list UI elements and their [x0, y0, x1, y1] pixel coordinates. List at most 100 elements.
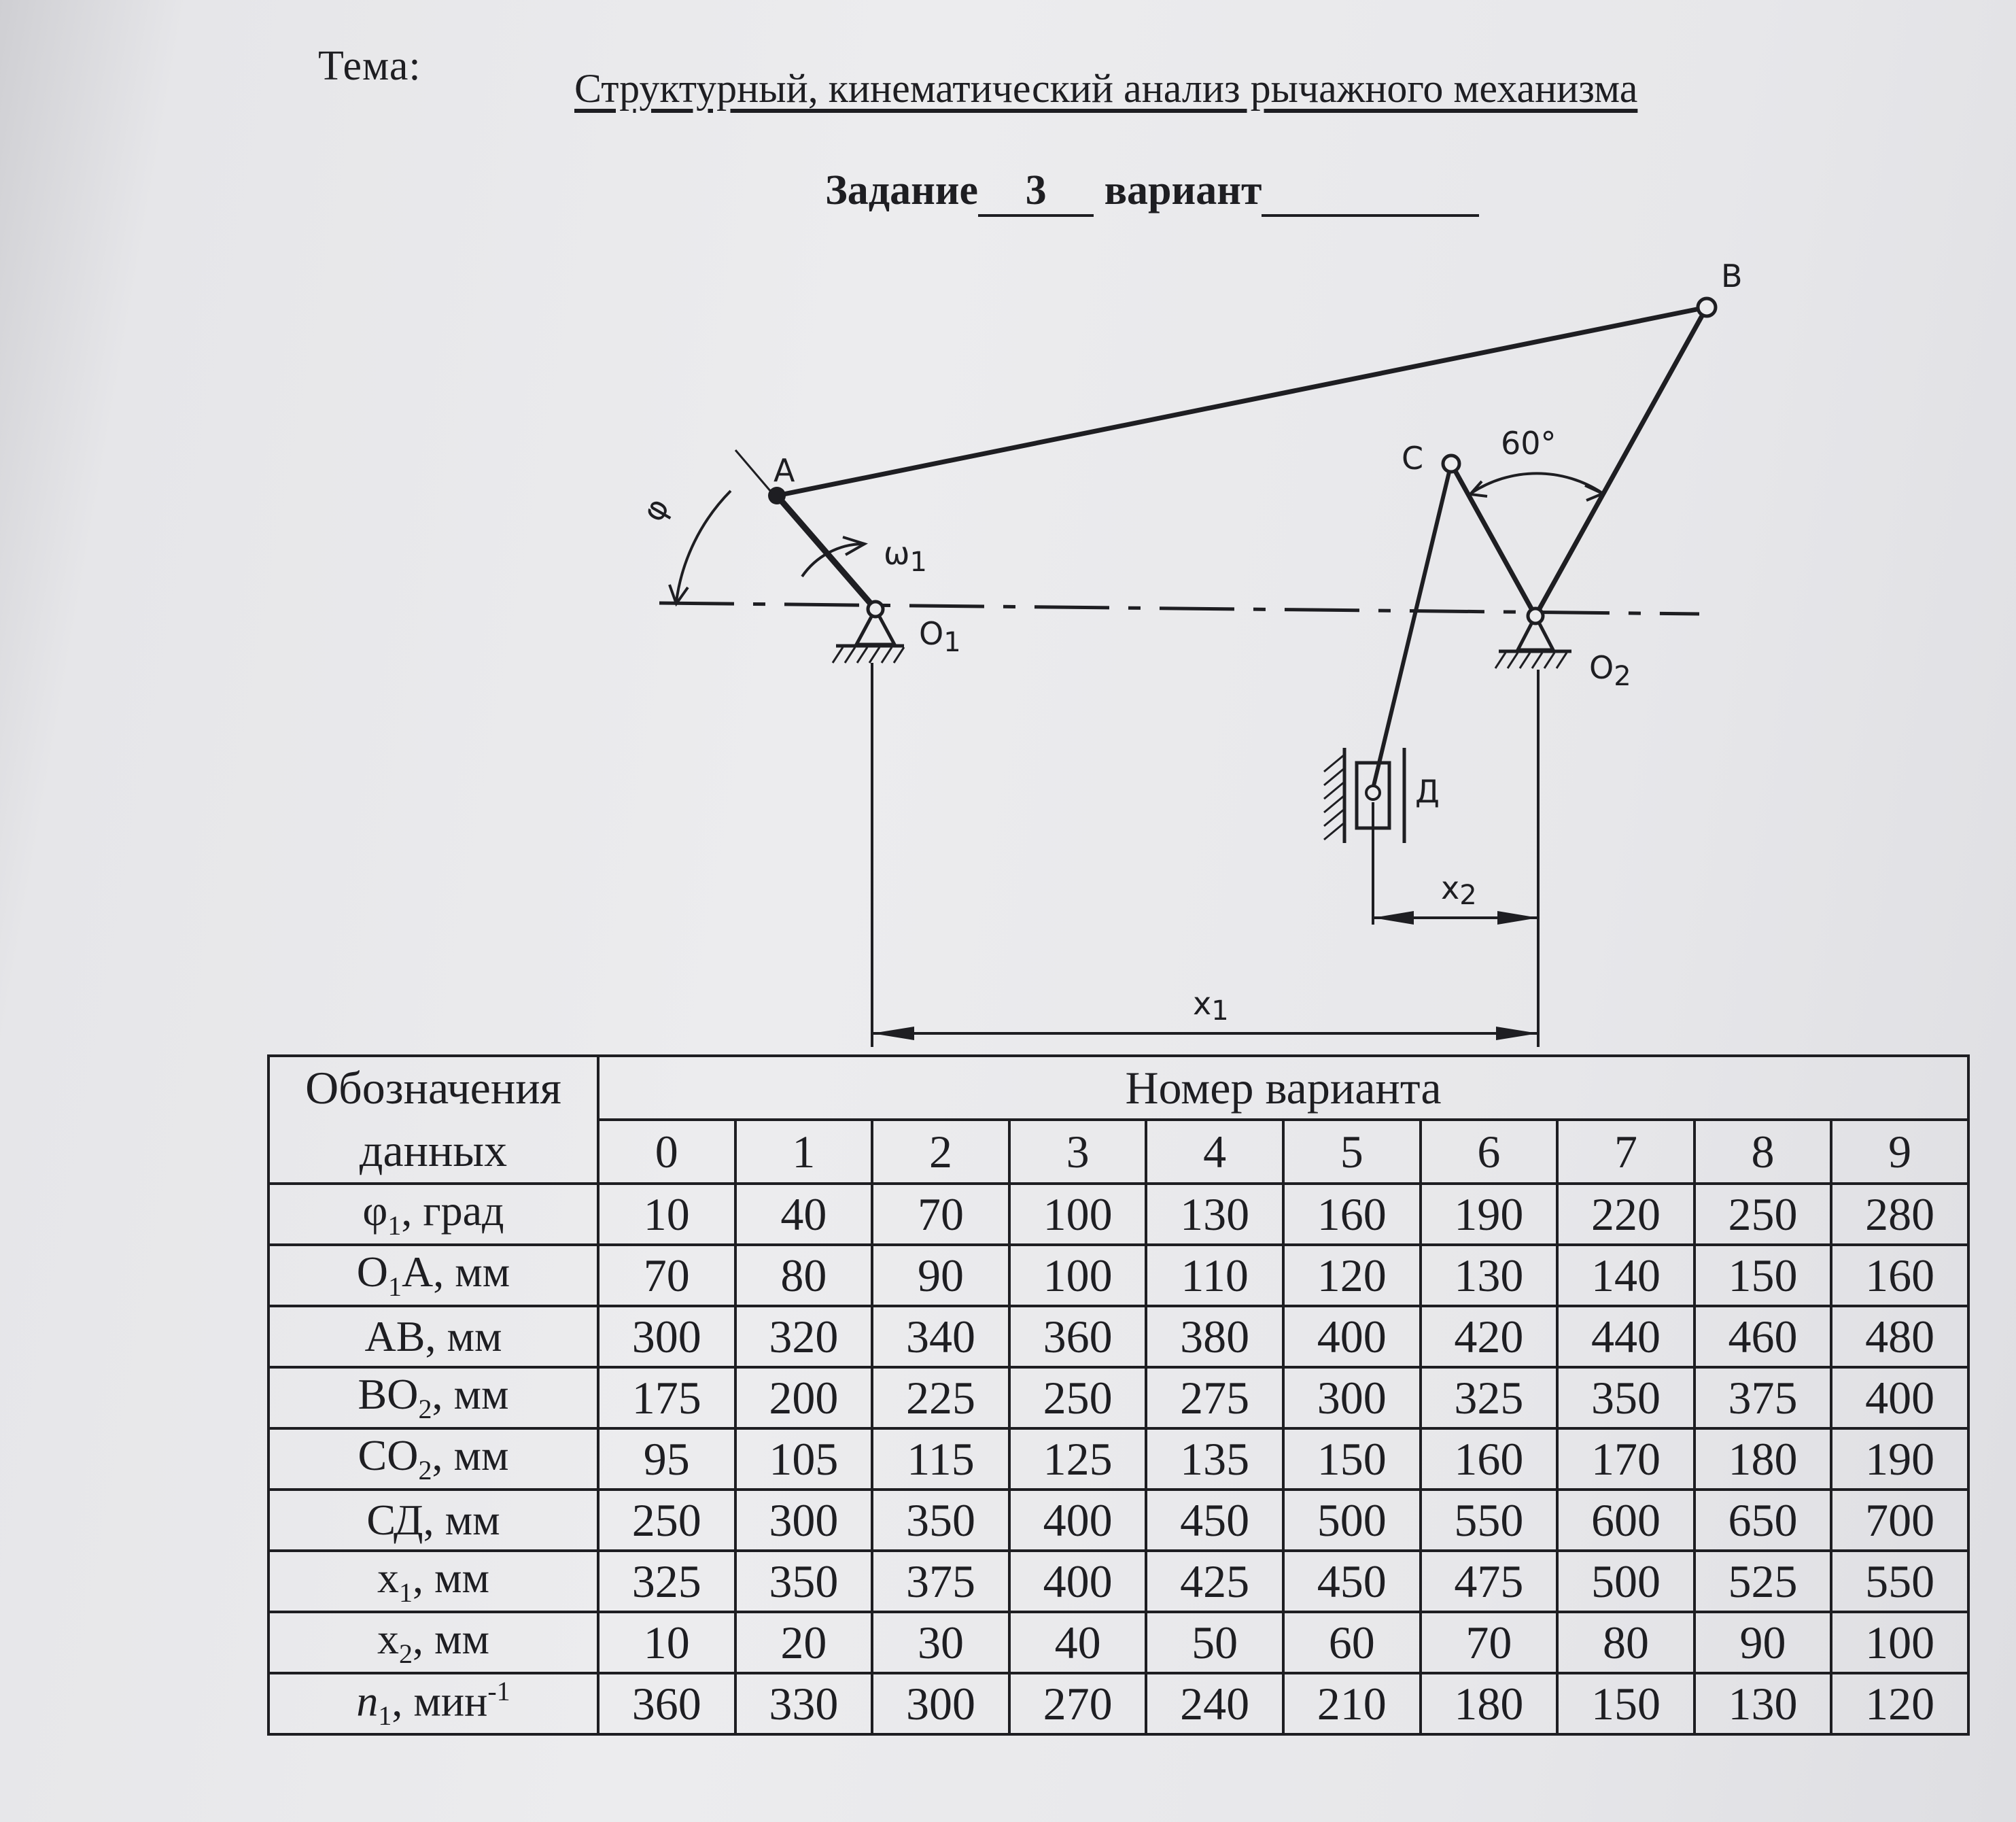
label-c: C	[1402, 440, 1423, 477]
label-b: B	[1721, 258, 1743, 294]
parameter-name: n	[356, 1676, 379, 1725]
value-cell: 550	[1830, 1549, 1970, 1613]
joint-a	[768, 487, 786, 504]
parameter-unit: , мин	[392, 1676, 488, 1725]
value-cell: 300	[597, 1304, 737, 1369]
value-cell: 130	[1419, 1243, 1559, 1307]
value-cell: 420	[1419, 1304, 1559, 1369]
value-cell: 10	[597, 1610, 737, 1674]
parameter-sub: 2	[418, 1393, 432, 1424]
value-cell: 650	[1692, 1488, 1833, 1552]
parameter-name2: A	[402, 1247, 434, 1296]
value-cell: 150	[1692, 1243, 1833, 1307]
value-cell: 130	[1145, 1182, 1285, 1246]
variant-number-cell: 0	[597, 1118, 737, 1185]
value-cell: 100	[1007, 1243, 1148, 1307]
label-a: A	[774, 452, 795, 489]
value-cell: 105	[733, 1426, 874, 1491]
parameter-name: СД	[366, 1495, 423, 1544]
designation-header: Обозначения данных	[267, 1054, 599, 1185]
value-cell: 140	[1556, 1243, 1696, 1307]
value-cell: 340	[871, 1304, 1011, 1369]
value-cell: 360	[1007, 1304, 1148, 1369]
label-x2: x2	[1441, 870, 1477, 911]
value-cell: 400	[1281, 1304, 1422, 1369]
value-cell: 325	[1419, 1365, 1559, 1430]
value-cell: 160	[1830, 1243, 1970, 1307]
parameter-label: СД, мм	[267, 1488, 599, 1552]
mechanism-diagram: A B C Д 60° φ ω1 O1 O2 x1 x2	[634, 258, 1743, 1047]
value-cell: 350	[733, 1549, 874, 1613]
topic-label: Тема:	[318, 43, 421, 89]
parameter-label: O1A, мм	[267, 1243, 599, 1307]
x1-arrow-left	[872, 1027, 914, 1040]
value-cell: 350	[1556, 1365, 1696, 1430]
value-cell: 300	[733, 1488, 874, 1552]
value-cell: 30	[871, 1610, 1011, 1674]
x2-arrow-left	[1373, 911, 1414, 925]
value-cell: 120	[1281, 1243, 1422, 1307]
parameter-unit: , мм	[433, 1247, 510, 1296]
value-cell: 325	[597, 1549, 737, 1613]
parameter-unit: , мм	[425, 1311, 502, 1360]
parameter-name: O	[356, 1247, 388, 1296]
parameter-sub: 1	[387, 1209, 402, 1241]
value-cell: 225	[871, 1365, 1011, 1430]
joint-c	[1441, 453, 1461, 474]
phi-arrow	[668, 584, 689, 607]
value-cell: 190	[1830, 1426, 1970, 1491]
variant-label: вариант	[1104, 167, 1262, 213]
parameter-unit: , мм	[432, 1430, 509, 1479]
value-cell: 190	[1419, 1182, 1559, 1246]
x1-arrow-right	[1496, 1027, 1538, 1040]
variant-blank	[1262, 169, 1480, 217]
value-cell: 200	[733, 1365, 874, 1430]
variant-number-cell: 5	[1281, 1118, 1422, 1185]
parameter-label: AB, мм	[267, 1304, 599, 1369]
value-cell: 425	[1145, 1549, 1285, 1613]
value-cell: 160	[1281, 1182, 1422, 1246]
parameter-label: x1, мм	[267, 1549, 599, 1613]
value-cell: 95	[597, 1426, 737, 1491]
label-o2: O2	[1589, 649, 1631, 692]
value-cell: 280	[1830, 1182, 1970, 1246]
value-cell: 100	[1830, 1610, 1970, 1674]
support-o2	[1494, 606, 1571, 669]
parameter-name: CO	[358, 1430, 419, 1479]
parameter-label: n1, мин-1	[267, 1671, 599, 1736]
value-cell: 525	[1692, 1549, 1833, 1613]
angle-arrow-left	[1467, 480, 1488, 498]
value-cell: 440	[1556, 1304, 1696, 1369]
parameter-label: φ1, град	[267, 1182, 599, 1246]
value-cell: 180	[1692, 1426, 1833, 1491]
variant-number-cell: 2	[871, 1118, 1011, 1185]
value-cell: 125	[1007, 1426, 1148, 1491]
link-co2	[1448, 462, 1538, 617]
value-cell: 375	[871, 1549, 1011, 1613]
parameter-unit: , мм	[432, 1369, 509, 1418]
parameter-name: x	[377, 1614, 399, 1663]
label-x1: x1	[1193, 985, 1229, 1027]
value-cell: 700	[1830, 1488, 1970, 1552]
value-cell: 170	[1556, 1426, 1696, 1491]
variant-number-cell: 6	[1419, 1118, 1559, 1185]
x2-arrow-right	[1497, 911, 1538, 925]
value-cell: 250	[1007, 1365, 1148, 1430]
value-cell: 160	[1419, 1426, 1559, 1491]
parameter-name: x	[377, 1553, 399, 1602]
value-cell: 250	[597, 1488, 737, 1552]
value-cell: 80	[733, 1243, 874, 1307]
baseline-dashed	[659, 601, 1700, 616]
omega-arrow	[842, 536, 868, 556]
joint-b	[1696, 296, 1718, 318]
parameter-sup: -1	[487, 1675, 510, 1706]
value-cell: 500	[1556, 1549, 1696, 1613]
